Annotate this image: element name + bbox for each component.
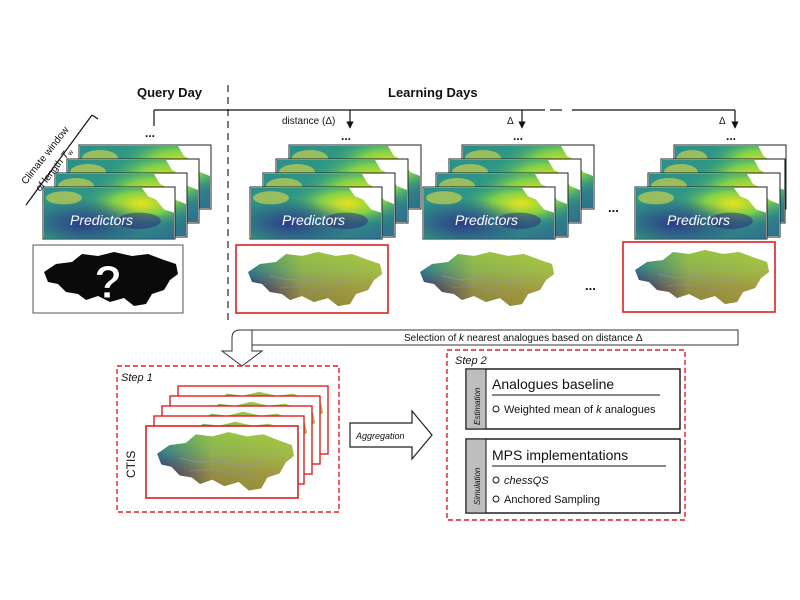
query-predictor-stack [42, 144, 212, 240]
learning-n-predictors-label: Predictors [667, 212, 730, 228]
ellipsis-predictors: ... [608, 200, 619, 215]
ellipsis-learn-1: ... [341, 129, 351, 143]
question-mark: ? [94, 256, 122, 308]
estimation-bullet [492, 405, 500, 413]
distance-connector [153, 109, 739, 129]
simulation-item-anchored: Anchored Sampling [504, 494, 600, 506]
query-day-heading: Query Day [137, 85, 203, 100]
query-unknown-map: ? [32, 244, 184, 314]
learning-day-n-map [622, 241, 776, 313]
learning-day-2-stack [422, 144, 595, 240]
ctis-stack [145, 385, 329, 499]
ellipsis-maps: ... [585, 278, 596, 293]
svg-text:Estimation: Estimation [473, 387, 482, 425]
learning-2-predictors-label: Predictors [455, 212, 518, 228]
learning-day-2-map [420, 252, 554, 306]
query-predictors-label: Predictors [70, 212, 133, 228]
simulation-item-chessqs: chessQS [504, 475, 549, 487]
distance-label: distance (Δ) [282, 116, 335, 127]
aggregation-label: Aggregation [355, 431, 405, 441]
svg-text:Simulation: Simulation [473, 467, 482, 505]
learning-days-heading: Learning Days [388, 85, 478, 100]
learning-day-n-stack [634, 144, 787, 240]
selection-label: Selection of k nearest analogues based o… [404, 333, 643, 344]
selection-arrow [220, 329, 739, 367]
ctis-label: CTIS [124, 451, 138, 478]
estimation-title: Analogues baseline [492, 376, 614, 392]
learning-day-1-stack [249, 144, 422, 240]
simulation-panel: Simulation [465, 438, 681, 514]
aggregation-arrow [349, 409, 433, 461]
delta-label-3: Δ [719, 116, 726, 127]
simulation-title: MPS implementations [492, 447, 628, 463]
ellipsis-learn-3: ... [726, 129, 736, 143]
step1-label: Step 1 [121, 372, 153, 384]
simulation-bullet-2 [492, 495, 500, 503]
estimation-panel: Estimation [465, 368, 681, 430]
step2-label: Step 2 [455, 355, 487, 367]
ellipsis-learn-2: ... [513, 129, 523, 143]
learning-day-1-map [235, 244, 389, 314]
simulation-bullet-1 [492, 476, 500, 484]
learning-1-predictors-label: Predictors [282, 212, 345, 228]
ellipsis-query: ... [145, 126, 155, 140]
delta-label-2: Δ [507, 116, 514, 127]
step2-box [446, 349, 686, 521]
estimation-item: Weighted mean of k analogues [504, 404, 656, 416]
